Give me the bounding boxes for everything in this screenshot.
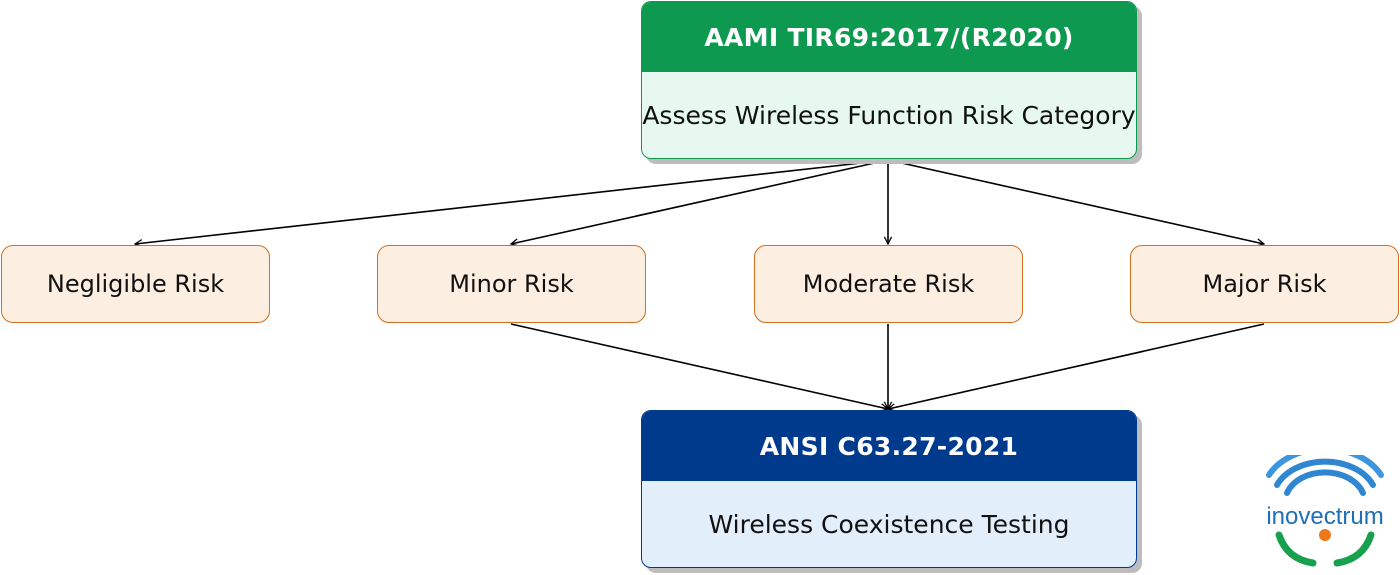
risk-node-moderate: Moderate Risk [754, 245, 1023, 323]
risk-node-negligible: Negligible Risk [1, 245, 270, 323]
card-title-ansi: ANSI C63.27-2021 [642, 411, 1136, 481]
arrow-minor-to-bottom [510, 323, 888, 409]
arrow-major-to-bottom [888, 323, 1265, 409]
arrow-top-to-minor [511, 159, 889, 244]
arrow-top-to-negligible [135, 159, 889, 244]
arrow-top-to-major [887, 159, 1264, 244]
card-title-aami: AAMI TIR69:2017/(R2020) [642, 2, 1136, 72]
inovectrum-logo: inovectrum [1255, 455, 1395, 570]
card-subtitle-assess: Assess Wireless Function Risk Category [642, 100, 1136, 130]
wifi-arcs-logo-icon [1266, 455, 1384, 567]
risk-node-major: Major Risk [1130, 245, 1399, 323]
card-subtitle-testing: Wireless Coexistence Testing [708, 509, 1070, 539]
standard-card-aami: AAMI TIR69:2017/(R2020) Assess Wireless … [641, 1, 1137, 159]
risk-node-minor: Minor Risk [377, 245, 646, 323]
standard-card-ansi: ANSI C63.27-2021 Wireless Coexistence Te… [641, 410, 1137, 568]
logo-wordmark: inovectrum [1266, 503, 1384, 530]
